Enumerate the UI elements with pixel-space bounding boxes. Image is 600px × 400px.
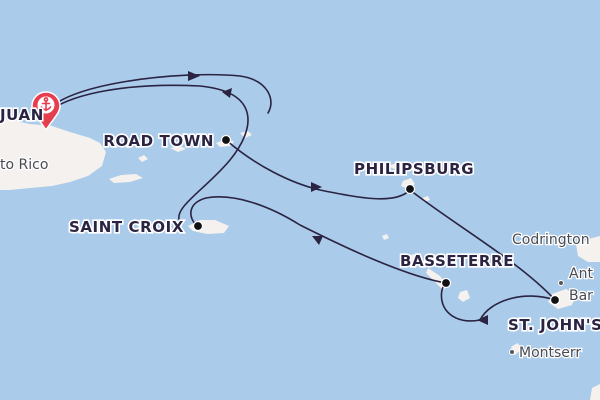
route-segment-basseterre-saintcroix (190, 196, 447, 284)
route-segment-saintcroix-sanjuan (45, 84, 249, 223)
route-arrow (311, 182, 322, 192)
route-arrow (222, 88, 232, 98)
port-dot-road-town[interactable] (220, 134, 232, 146)
start-port-marker[interactable] (31, 91, 61, 132)
place-label-montserrat: Montserr (519, 345, 581, 361)
st-thomas-island (170, 146, 186, 152)
puerto-rico-island (0, 118, 106, 190)
montserrat-place-dot (509, 349, 515, 355)
route-group (45, 73, 556, 322)
place-dots (509, 280, 564, 355)
route-segment-roadtown-philipsburg (225, 139, 411, 200)
place-label-codrington: Codrington (512, 232, 590, 248)
port-dot-saint-croix[interactable] (192, 220, 204, 232)
place-labels: to Rico Codrington Ant Bar Montserr (0, 156, 595, 363)
place-label-barbuda: Bar (569, 288, 593, 304)
route-segment-philipsburg-stjohns (409, 189, 556, 301)
port-label-saint-croix: SAINT CROIX (69, 218, 184, 236)
st-eustatius-island (408, 254, 416, 261)
saba-island (382, 234, 389, 240)
guadeloupe-island (590, 384, 600, 400)
barbuda-island (576, 236, 600, 262)
direction-arrows (188, 71, 488, 325)
port-label-basseterre: BASSETERRE (400, 252, 514, 270)
port-dot-st-johns[interactable] (549, 294, 561, 306)
port-label-road-town: ROAD TOWN (103, 132, 214, 150)
route-arrow (312, 236, 323, 245)
place-label-puerto-rico: to Rico (0, 157, 48, 173)
route-arrow (477, 315, 488, 325)
anguilla-island (388, 162, 404, 169)
vieques-island (109, 174, 143, 183)
port-label-san-juan: JUAN (0, 106, 44, 124)
port-label-philipsburg: PHILIPSBURG (354, 160, 474, 178)
antigua-place-dot (558, 280, 564, 286)
culebra-island (138, 155, 148, 162)
route-arrow (188, 71, 200, 81)
port-markers (192, 134, 561, 306)
port-dot-basseterre[interactable] (440, 277, 452, 289)
anchor-icon (40, 97, 52, 112)
port-dot-philipsburg[interactable] (404, 183, 416, 195)
route-segment-sanjuan-roadtown (45, 73, 272, 115)
port-labels: JUAN ROAD TOWN PHILIPSBURG SAINT CROIX B… (0, 104, 600, 335)
place-label-antigua: Ant (569, 266, 593, 282)
port-label-st-johns: ST. JOHN'S (508, 316, 600, 334)
nevis-island (458, 290, 470, 302)
